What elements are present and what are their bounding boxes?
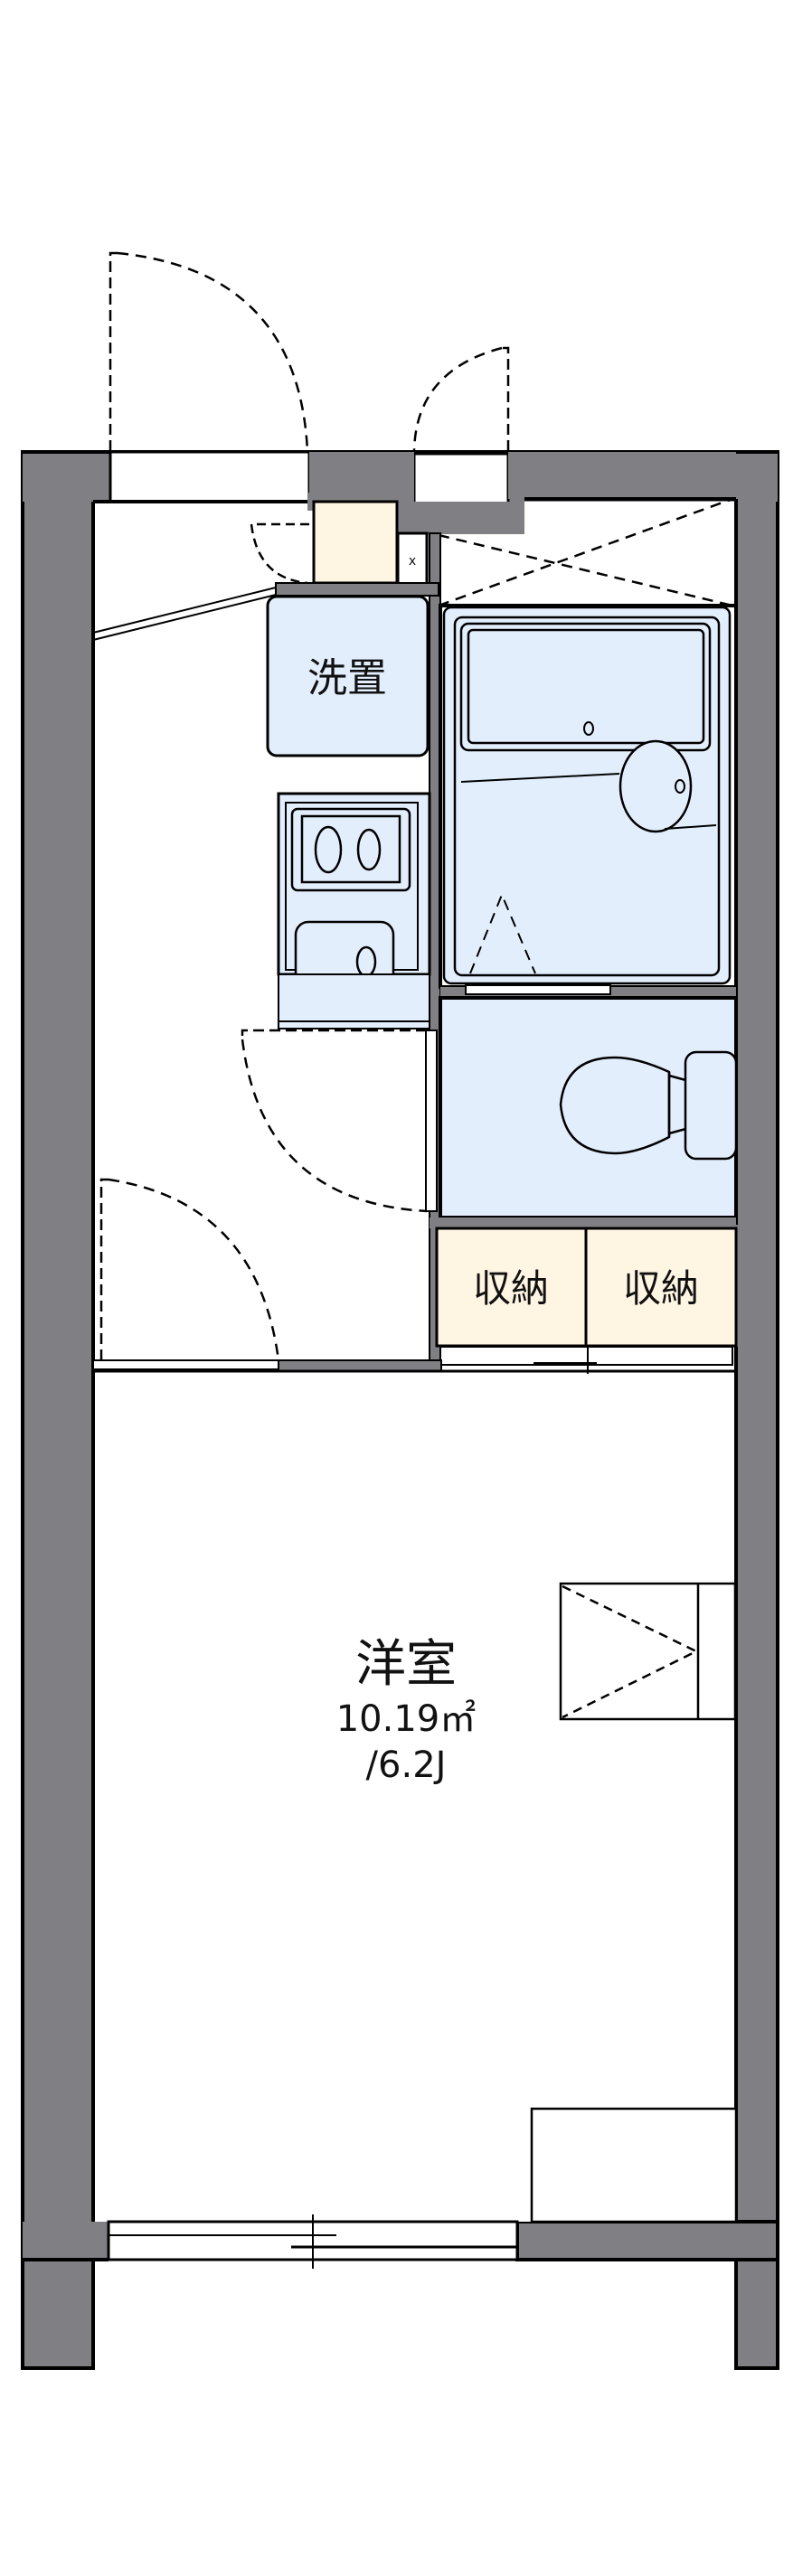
closets: 収納 収納 xyxy=(431,1225,738,1374)
bottom-right-storage xyxy=(530,2107,738,2223)
kitchen-counter xyxy=(277,792,431,1029)
toilet-door-swing xyxy=(241,1029,428,1213)
air-conditioner-icon xyxy=(559,1582,737,1721)
western-room: 洋室 10.19㎡ /6.2J xyxy=(336,1635,477,1786)
utility-door xyxy=(412,346,510,510)
stove-icon xyxy=(290,807,411,892)
balcony-window xyxy=(107,2214,519,2269)
room-tatami: /6.2J xyxy=(366,1744,447,1786)
unit-bath xyxy=(439,604,738,989)
washing-machine-space: 洗置 xyxy=(266,595,430,757)
washing-machine-label: 洗置 xyxy=(307,655,387,701)
room-name: 洋室 xyxy=(355,1635,457,1694)
entrance-door xyxy=(109,251,311,503)
room-door xyxy=(92,1178,736,1373)
room-area: 10.19㎡ xyxy=(336,1698,477,1740)
shoe-box: x xyxy=(250,500,429,588)
closet-1-label: 収納 xyxy=(473,1266,549,1311)
closet-2-label: 収納 xyxy=(623,1266,699,1311)
toilet-icon xyxy=(559,1050,738,1161)
svg-text:x: x xyxy=(409,554,416,569)
toilet-room xyxy=(425,996,738,1219)
ceiling-storage-x xyxy=(438,497,733,607)
